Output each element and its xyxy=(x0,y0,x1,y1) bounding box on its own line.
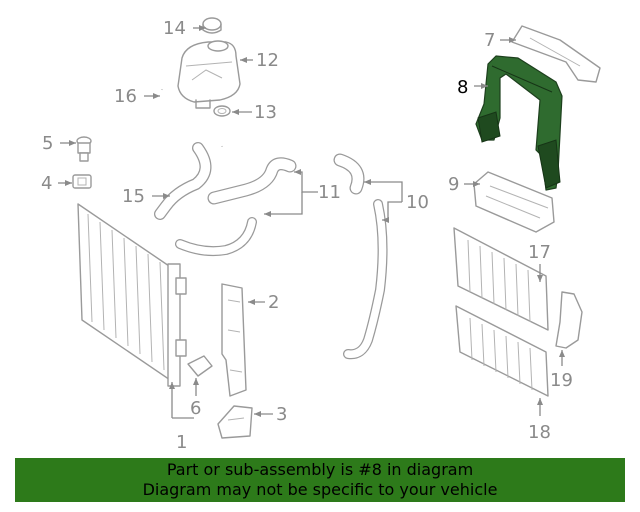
banner-line-1: Part or sub-assembly is #8 in diagram xyxy=(166,460,474,479)
part-11-hoses[interactable] xyxy=(175,157,297,257)
banner-line-2: Diagram may not be specific to your vehi… xyxy=(142,480,498,499)
part-7-cross-member[interactable] xyxy=(511,25,601,83)
leader-lines xyxy=(58,25,565,419)
info-banner: Part or sub-assembly is #8 in diagram Di… xyxy=(15,458,625,502)
part-8-highlighted-frame[interactable] xyxy=(475,55,563,191)
part-6-connector[interactable] xyxy=(187,355,213,377)
callout-3: 3 xyxy=(276,404,287,425)
part-14-cap[interactable] xyxy=(202,17,222,34)
part-9-shroud[interactable] xyxy=(473,171,555,233)
part-10-hose[interactable] xyxy=(333,153,388,360)
callout-6: 6 xyxy=(190,398,201,419)
callout-7: 7 xyxy=(484,30,495,51)
part-16-hose[interactable] xyxy=(151,89,225,147)
callout-8: 8 xyxy=(457,77,468,98)
callout-2: 2 xyxy=(268,292,279,313)
callout-14: 14 xyxy=(163,18,186,39)
part-1-radiator[interactable] xyxy=(77,203,187,387)
callout-5: 5 xyxy=(42,133,53,154)
callout-1: 1 xyxy=(176,432,187,453)
part-15-hose[interactable] xyxy=(154,142,212,220)
callout-16: 16 xyxy=(114,86,137,107)
callout-11: 11 xyxy=(318,182,341,203)
callout-15: 15 xyxy=(122,186,145,207)
part-4-clip[interactable] xyxy=(72,174,92,189)
callout-9: 9 xyxy=(448,174,459,195)
part-19-bracket[interactable] xyxy=(555,291,583,349)
part-12-expansion-tank[interactable] xyxy=(177,40,241,109)
part-17-grille[interactable] xyxy=(453,227,549,331)
callout-10: 10 xyxy=(406,192,429,213)
callout-4: 4 xyxy=(41,173,52,194)
callout-12: 12 xyxy=(256,50,279,71)
part-13-grommet[interactable] xyxy=(213,105,231,117)
callout-18: 18 xyxy=(528,422,551,443)
callout-17: 17 xyxy=(528,242,551,263)
part-18-grille[interactable] xyxy=(455,305,549,397)
part-2-bracket[interactable] xyxy=(221,283,247,397)
callout-19: 19 xyxy=(550,370,573,391)
part-5-bolt[interactable] xyxy=(76,136,92,162)
part-3-mount[interactable] xyxy=(217,405,253,439)
callout-13: 13 xyxy=(254,102,277,123)
